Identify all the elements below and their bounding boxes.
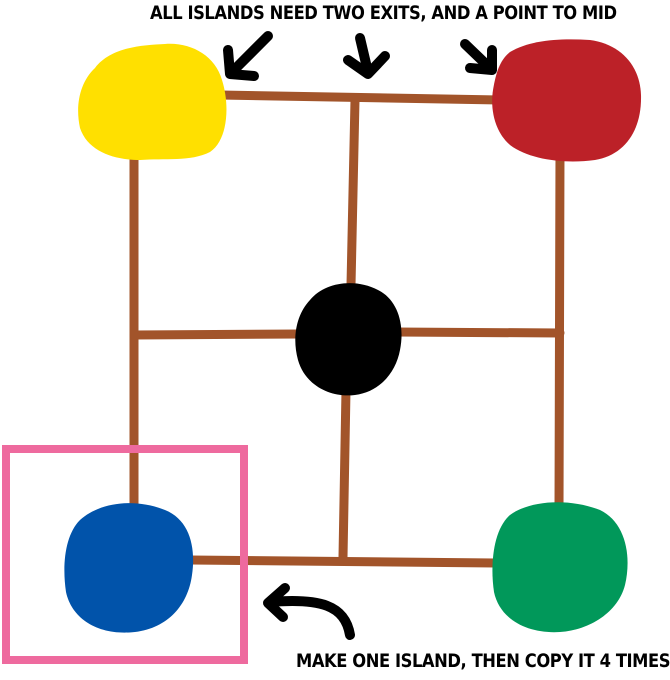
highlight-box bbox=[2, 445, 248, 664]
bottom-caption: MAKE ONE ISLAND, THEN COPY IT 4 TIMES bbox=[296, 650, 670, 672]
top-caption: ALL ISLANDS NEED TWO EXITS, AND A POINT … bbox=[150, 2, 617, 24]
island-yellow bbox=[78, 43, 227, 160]
bridge-center-to-right bbox=[390, 327, 565, 338]
arrows bbox=[223, 31, 497, 640]
island-green bbox=[492, 502, 628, 633]
arrow-to-yellow-icon bbox=[223, 31, 273, 81]
island-center bbox=[295, 283, 402, 396]
arrow-to-bridge-icon bbox=[343, 33, 390, 79]
arrow-to-red-icon bbox=[460, 39, 497, 75]
bridge-left-to-center bbox=[129, 329, 305, 340]
bridges bbox=[129, 90, 565, 568]
bridge-blue-green bbox=[185, 555, 500, 568]
island-blue bbox=[64, 503, 194, 633]
bridge-top-to-center bbox=[346, 95, 360, 290]
arrow-to-blue-icon bbox=[263, 583, 355, 640]
bridge-yellow-red bbox=[215, 90, 505, 105]
bridge-center-to-bottom bbox=[338, 385, 351, 562]
island-red bbox=[492, 39, 642, 162]
